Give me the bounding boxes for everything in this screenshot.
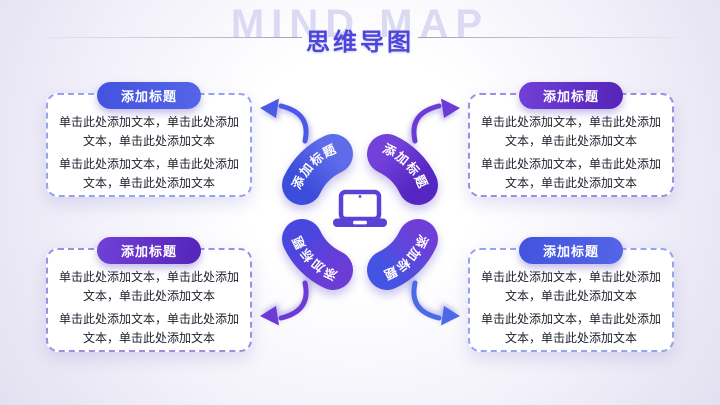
card-paragraph[interactable]: 单击此处添加文本，单击此处添加文本，单击此处添加文本 [58, 115, 239, 148]
ring-segment-top-right[interactable] [367, 134, 438, 205]
watermark-text: MIND MAP [230, 2, 490, 46]
card-paragraph[interactable]: 单击此处添加文本，单击此处添加文本，单击此处添加文本 [480, 312, 661, 345]
card-top-left: 添加标题 单击此处添加文本，单击此处添加文本，单击此处添加文本 单击此处添加文本… [46, 82, 252, 197]
curved-arrow-bottom-right [414, 283, 460, 326]
title-divider-right [418, 37, 680, 38]
card-bottom-left: 添加标题 单击此处添加文本，单击此处添加文本，单击此处添加文本 单击此处添加文本… [46, 237, 252, 352]
card-title-button[interactable]: 添加标题 [96, 237, 202, 264]
ring-segment-bottom-left[interactable] [282, 219, 353, 290]
card-paragraph[interactable]: 单击此处添加文本，单击此处添加文本，单击此处添加文本 [480, 157, 661, 190]
card-bottom-right: 添加标题 单击此处添加文本，单击此处添加文本，单击此处添加文本 单击此处添加文本… [468, 237, 674, 352]
card-top-right: 添加标题 单击此处添加文本，单击此处添加文本，单击此处添加文本 单击此处添加文本… [468, 82, 674, 197]
card-title-button[interactable]: 添加标题 [518, 237, 624, 264]
card-paragraph[interactable]: 单击此处添加文本，单击此处添加文本，单击此处添加文本 [480, 115, 661, 148]
page-title: 思维导图 [306, 29, 414, 56]
card-paragraph[interactable]: 单击此处添加文本，单击此处添加文本，单击此处添加文本 [58, 312, 239, 345]
curved-arrow-top-right [414, 99, 460, 142]
laptop-icon [333, 189, 387, 227]
card-title-button[interactable]: 添加标题 [518, 82, 624, 109]
card-title-button[interactable]: 添加标题 [96, 82, 202, 109]
mind-map-diagram: 添加标题 添加标题 添加标题 添加标题 [245, 85, 475, 340]
card-paragraph[interactable]: 单击此处添加文本，单击此处添加文本，单击此处添加文本 [58, 157, 239, 190]
card-paragraph[interactable]: 单击此处添加文本，单击此处添加文本，单击此处添加文本 [58, 270, 239, 303]
title-divider-left [44, 37, 302, 38]
curved-arrow-top-left [260, 99, 306, 142]
ring-segment-top-left[interactable] [282, 134, 353, 205]
curved-arrow-bottom-left [260, 283, 306, 326]
card-paragraph[interactable]: 单击此处添加文本，单击此处添加文本，单击此处添加文本 [480, 270, 661, 303]
ring-segment-bottom-right[interactable] [367, 219, 438, 290]
